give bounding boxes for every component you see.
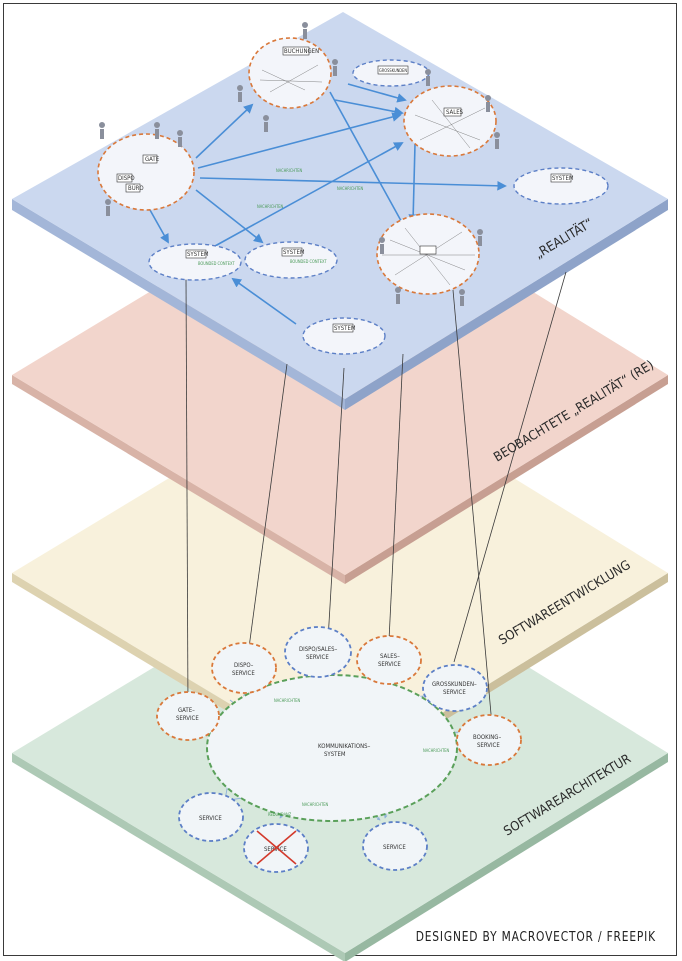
dispo-service-label-2: SERVICE bbox=[232, 670, 255, 677]
layer-connector-lines bbox=[185, 271, 567, 726]
reality-gate-label: GATE bbox=[145, 156, 160, 163]
reality-grosskunden-label: GROSSKUNDEN bbox=[379, 68, 407, 73]
service-crossed-node: SERVICE bbox=[243, 823, 309, 873]
reality-sales-label: SALES bbox=[446, 109, 464, 116]
service-crossed-label: SERVICE bbox=[264, 846, 287, 853]
reality-system-left: SYSTEM BOUNDED CONTEXT bbox=[148, 243, 242, 281]
reality-bounded-context-left: BOUNDED CONTEXT bbox=[198, 261, 235, 266]
reality-system-bottom: SYSTEM bbox=[302, 317, 386, 355]
booking-service-label-2: SERVICE bbox=[477, 742, 500, 749]
arch-nachrichten-label-1: NACHRICHTEN bbox=[274, 698, 301, 703]
reality-system-bottom-label: SYSTEM bbox=[334, 325, 356, 332]
service-left-label: SERVICE bbox=[199, 815, 222, 822]
arch-redundanz-label: REDUNDANZ bbox=[268, 812, 292, 817]
communication-system-label-1: KOMMUNIKATIONS– bbox=[318, 743, 371, 750]
dispo-sales-service-node: DISPO/SALES– SERVICE bbox=[284, 626, 352, 678]
service-right-node: SERVICE bbox=[362, 821, 428, 871]
service-left-node: SERVICE bbox=[178, 792, 244, 842]
communication-system-label-2: SYSTEM bbox=[324, 751, 346, 758]
sales-service-label-1: SALES– bbox=[380, 653, 400, 660]
reality-dispo-cluster: GATE DISPO BÜRO bbox=[97, 133, 195, 211]
service-right-label: SERVICE bbox=[383, 844, 406, 851]
reality-system-right-label: SYSTEM bbox=[552, 175, 574, 182]
reality-system-left-label: SYSTEM bbox=[187, 251, 209, 258]
sales-service-label-2: SERVICE bbox=[378, 661, 401, 668]
reality-nachrichten-label-2: NACHRICHTEN bbox=[257, 204, 284, 209]
reality-nachrichten-label-3: NACHRICHTEN bbox=[337, 186, 364, 191]
reality-buero-label: BÜRO bbox=[128, 185, 144, 192]
grosskunden-service-node: GROSSKUNDEN– SERVICE bbox=[422, 664, 488, 712]
reality-sales-cluster: SALES bbox=[403, 85, 497, 157]
people-figures bbox=[99, 22, 500, 306]
layer-reality bbox=[12, 12, 668, 410]
reality-system-mid-label: SYSTEM bbox=[283, 249, 305, 256]
reality-system-right: SYSTEM bbox=[513, 167, 609, 205]
gate-service-node: GATE– SERVICE bbox=[156, 691, 220, 741]
arch-nachrichten-label-2: NACHRICHTEN bbox=[423, 748, 450, 753]
booking-service-label-1: BOOKING– bbox=[473, 734, 501, 741]
sales-service-node: SALES– SERVICE bbox=[356, 635, 422, 685]
reality-buchungen-cluster: BUCHUNGEN bbox=[248, 37, 332, 109]
reality-buchungen-label: BUCHUNGEN bbox=[284, 48, 319, 55]
arch-nachrichten-label-3: NACHRICHTEN bbox=[302, 802, 329, 807]
grosskunden-service-label-2: SERVICE bbox=[443, 689, 466, 696]
cross-out-icon bbox=[256, 830, 297, 865]
booking-service-node: BOOKING– SERVICE bbox=[456, 714, 522, 766]
dispo-service-label-1: DISPO– bbox=[234, 662, 254, 669]
dispo-sales-service-label-2: SERVICE bbox=[306, 654, 329, 661]
reality-bounded-context-cluster bbox=[376, 213, 480, 295]
reality-bounded-context-mid: BOUNDED CONTEXT bbox=[290, 259, 327, 264]
reality-system-mid: SYSTEM BOUNDED CONTEXT bbox=[244, 241, 338, 279]
reality-dispo-label: DISPO bbox=[118, 175, 135, 182]
gate-service-label-1: GATE– bbox=[178, 707, 195, 714]
dispo-sales-service-label-1: DISPO/SALES– bbox=[299, 646, 338, 653]
reality-nachrichten-label-1: NACHRICHTEN bbox=[276, 168, 303, 173]
dispo-service-node: DISPO– SERVICE bbox=[211, 642, 277, 694]
credit-text: DESIGNED BY MACROVECTOR / FREEPIK bbox=[415, 930, 656, 945]
architecture-content: KOMMUNIKATIONS– SYSTEM NACHRICHTEN NACHR… bbox=[156, 626, 522, 873]
grosskunden-service-label-1: GROSSKUNDEN– bbox=[432, 681, 477, 688]
reality-grosskunden-cluster: GROSSKUNDEN bbox=[352, 59, 430, 87]
reality-nodes: GATE DISPO BÜRO BUCHUNGEN GROSSKUNDEN SA… bbox=[97, 22, 609, 355]
reality-arrows bbox=[149, 83, 507, 325]
gate-service-label-2: SERVICE bbox=[176, 715, 199, 722]
